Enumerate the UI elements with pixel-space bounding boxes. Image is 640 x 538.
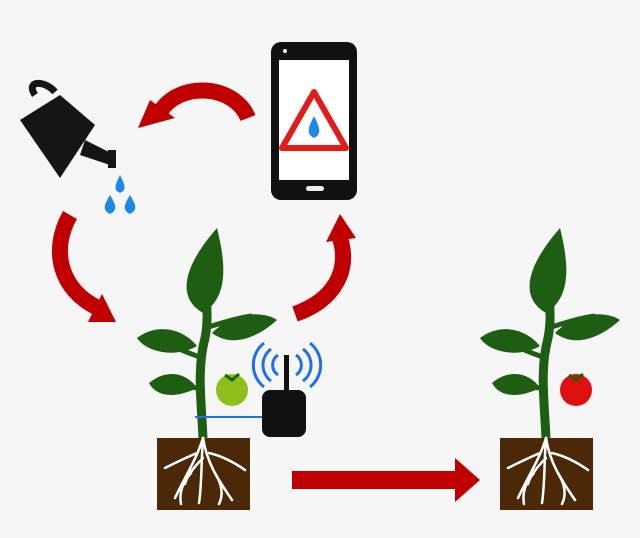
arrow-to-ripe-plant (292, 458, 480, 502)
water-drop-icon (308, 116, 320, 138)
plant-with-unripe-tomato-icon (137, 228, 277, 510)
soil-sensor-icon (195, 355, 306, 437)
wifi-signal-icon (251, 341, 323, 389)
arrow-phone-to-watering-can (138, 82, 256, 128)
watering-can-icon (20, 79, 116, 178)
plant-with-ripe-tomato-icon (480, 228, 620, 510)
warning-triangle-icon (279, 89, 349, 151)
water-drops-icon (104, 175, 136, 214)
smartphone-icon (271, 42, 357, 200)
arrow-watering-can-to-plant (51, 211, 116, 322)
arrow-sensor-to-phone (292, 214, 356, 322)
